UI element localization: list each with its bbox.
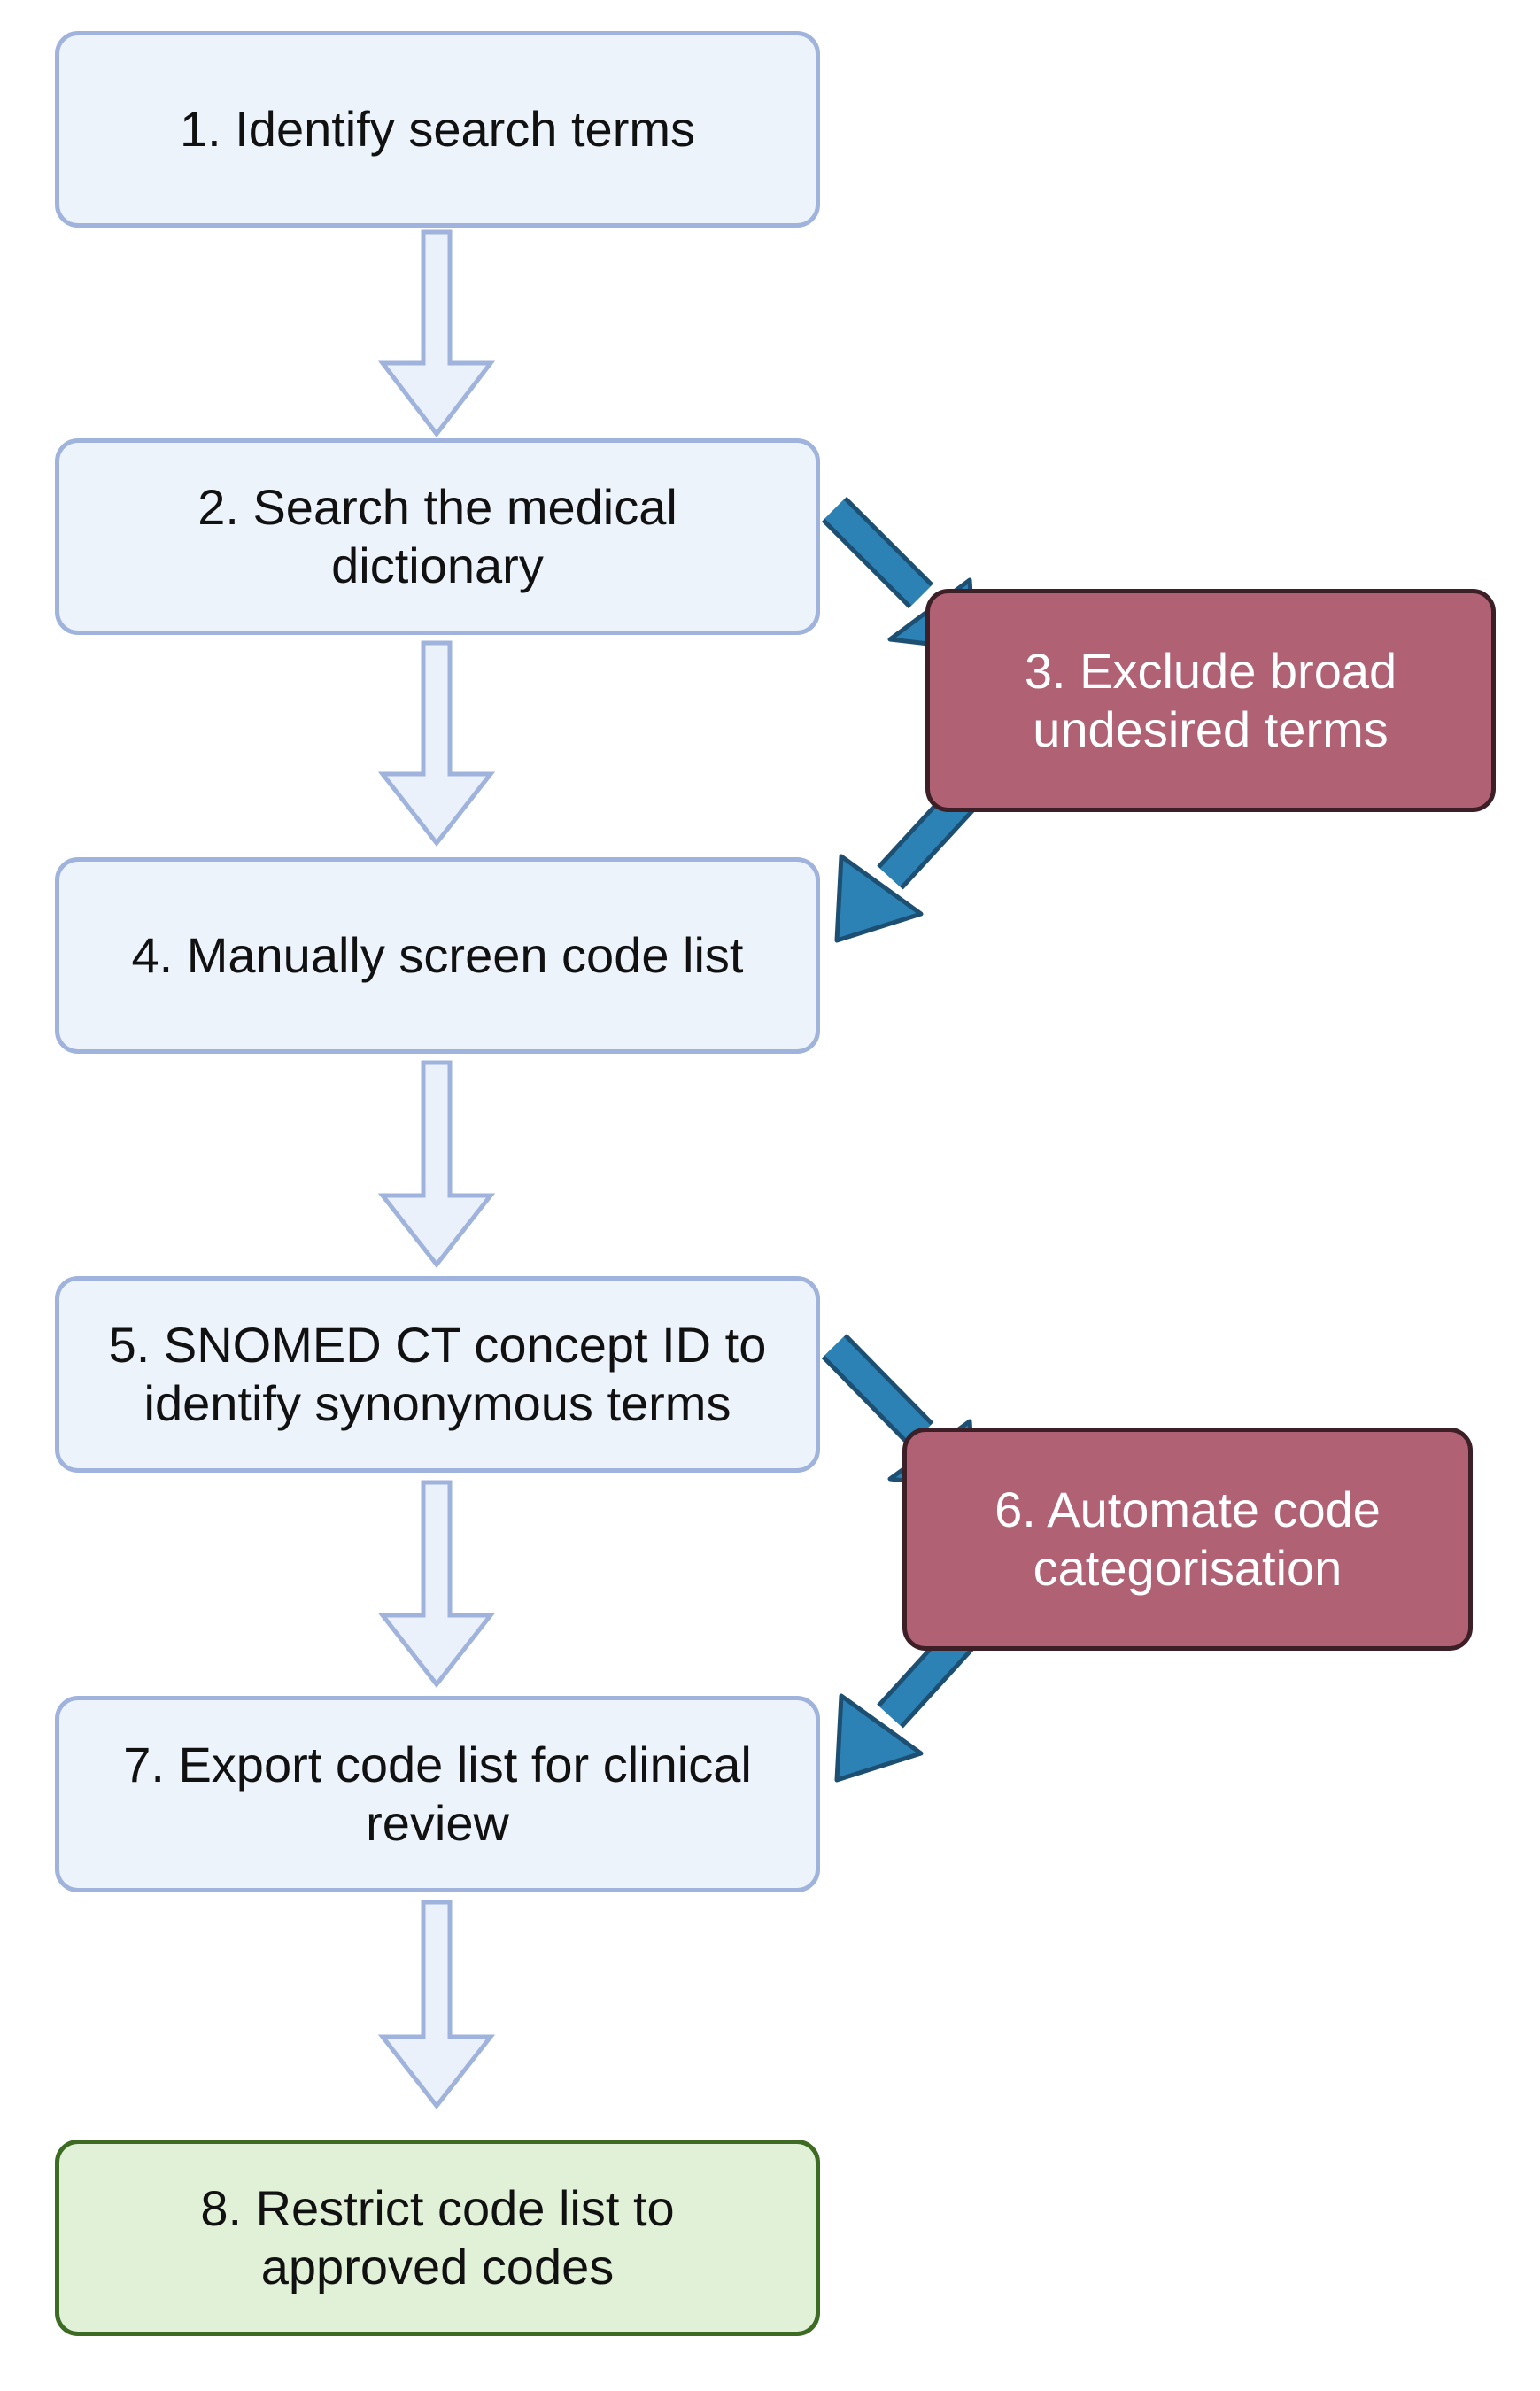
step-1-label: 1. Identify search terms (179, 101, 695, 157)
step-3-label: 3. Exclude broad undesired terms (1024, 643, 1397, 757)
flow-arrow-1-2 (377, 229, 496, 438)
step-2-box: 2. Search the medical dictionary (55, 438, 820, 635)
step-5-label: 5. SNOMED CT concept ID to identify syno… (108, 1317, 767, 1431)
step-1-box: 1. Identify search terms (55, 31, 820, 228)
step-7-box: 7. Export code list for clinical review (55, 1696, 820, 1892)
flow-arrow-2-4 (377, 640, 496, 847)
flow-arrow-7-8 (377, 1900, 496, 2110)
flow-arrow-4-5 (377, 1060, 496, 1269)
step-7-label: 7. Export code list for clinical review (123, 1737, 752, 1851)
step-8-box: 8. Restrict code list to approved codes (55, 2140, 820, 2336)
step-5-box: 5. SNOMED CT concept ID to identify syno… (55, 1276, 820, 1473)
side-arrow-3-4 (834, 778, 984, 943)
step-2-label: 2. Search the medical dictionary (197, 479, 677, 593)
step-4-label: 4. Manually screen code list (131, 927, 744, 983)
step-6-box: 6. Automate code categorisation (902, 1428, 1473, 1651)
step-4-box: 4. Manually screen code list (55, 857, 820, 1054)
step-8-label: 8. Restrict code list to approved codes (200, 2180, 675, 2294)
step-3-box: 3. Exclude broad undesired terms (925, 589, 1496, 812)
flow-arrow-5-7 (377, 1480, 496, 1689)
step-6-label: 6. Automate code categorisation (994, 1482, 1381, 1596)
